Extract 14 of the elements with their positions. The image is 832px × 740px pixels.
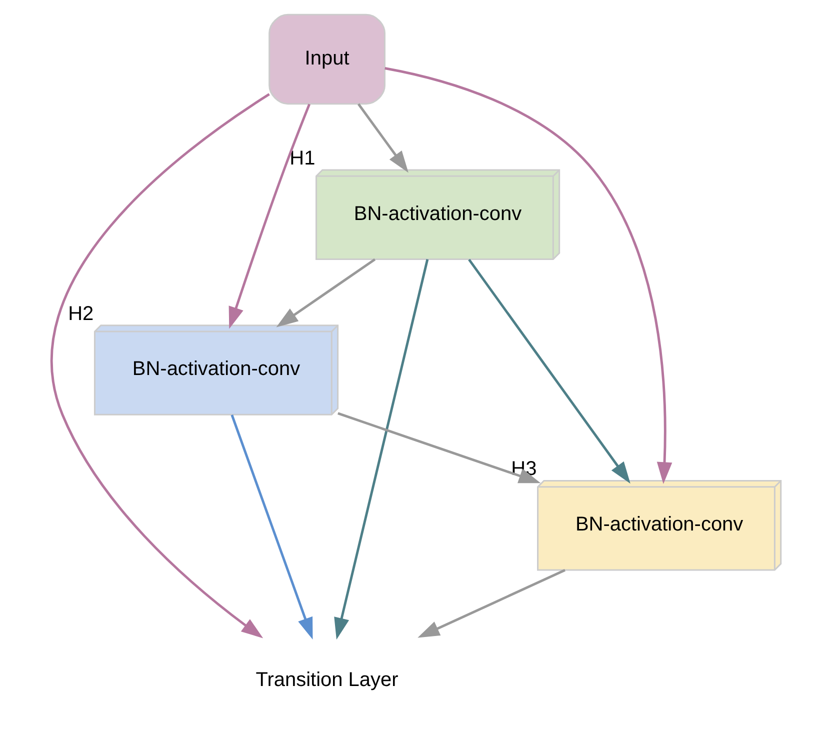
arrow: [357, 103, 408, 173]
arrow: [334, 259, 429, 640]
arrow: [418, 569, 566, 638]
arrow: [338, 412, 541, 484]
arrow: [51, 93, 270, 638]
node-label: H1: [290, 147, 316, 170]
node-label: H2: [68, 302, 94, 325]
arrow: [230, 414, 313, 640]
arrow: [468, 258, 630, 484]
node-box: Input: [268, 14, 386, 105]
node-text: Transition Layer: [256, 668, 398, 691]
arrow: [228, 104, 311, 329]
arrow: [384, 67, 672, 484]
arrow: [276, 258, 376, 328]
